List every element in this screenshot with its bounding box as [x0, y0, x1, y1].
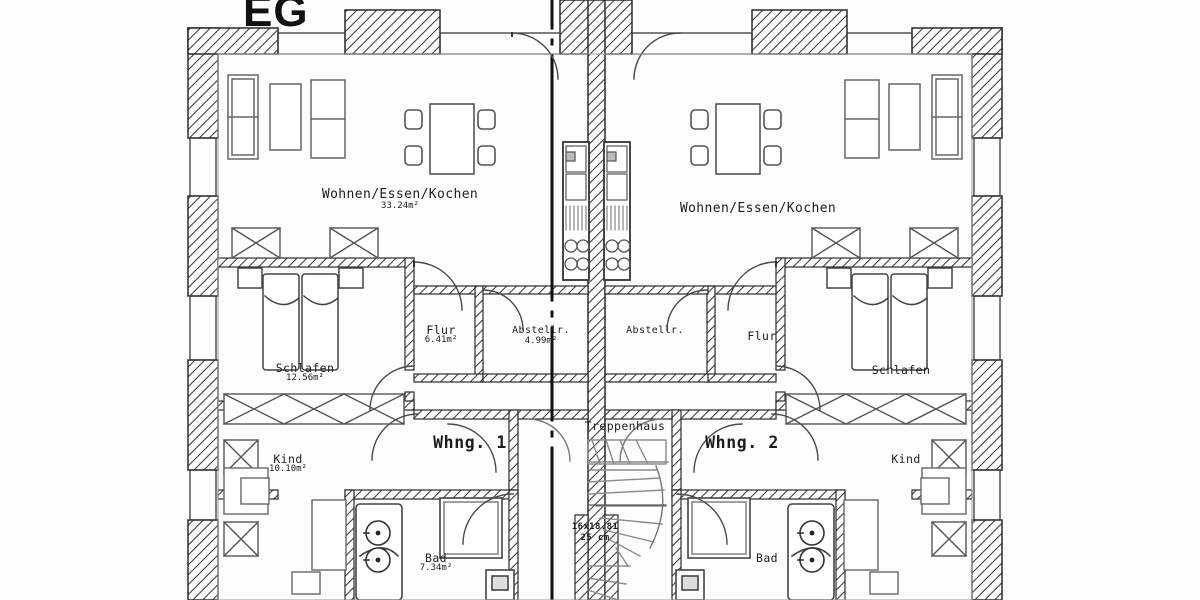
stair-riser-note: 16x18.81 25 cm [571, 522, 619, 544]
unit-label-whng-1: Whng. 1 [433, 433, 507, 452]
room-label-schlafen-1: Schlafen 12.56m² [275, 361, 335, 384]
room-label-wohnen-essen-kochen-1: Wohnen/Essen/Kochen 33.24m² [321, 187, 479, 212]
storey-label: EG [243, 0, 309, 36]
shared-label-treppenhaus: Treppenhaus [584, 419, 666, 433]
room-label-bad-1: Bad 7.34m² [419, 551, 453, 574]
room-label-abstellr-2: Abstellr. [626, 325, 684, 336]
room-label-schlafen-2: Schlafen [871, 363, 931, 377]
room-label-flur-1: Flur 6.41m² [424, 323, 458, 346]
unit-label-whng-2: Whng. 2 [705, 433, 779, 452]
room-label-kind-1: Kind 10.10m² [269, 452, 307, 475]
room-label-abstellr-1: Abstellr. 4.99m² [512, 325, 570, 346]
room-label-wohnen-essen-kochen-2: Wohnen/Essen/Kochen [679, 201, 837, 216]
room-label-flur-2: Flur [747, 329, 777, 343]
room-label-bad-2: Bad [756, 551, 778, 565]
room-label-kind-2: Kind [891, 452, 921, 466]
